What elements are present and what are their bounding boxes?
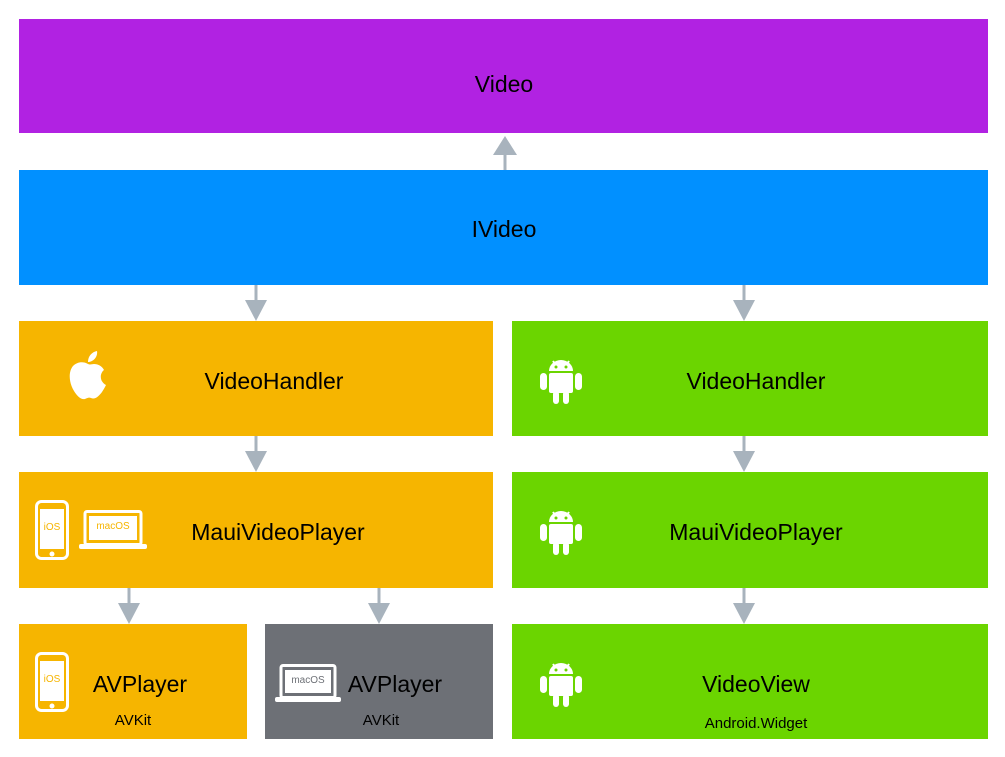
ios-avkit-label: AVKit	[114, 712, 152, 729]
arrow-apple-player-to-ios	[118, 588, 140, 624]
apple-maui-video-player-box: iOS macOS MauiVideoPlayer	[19, 472, 493, 588]
ios-avplayer-box: iOS AVPlayer AVKit	[19, 624, 247, 739]
ivideo-label: IVideo	[471, 216, 537, 242]
macos-avplayer-label: AVPlayer	[347, 671, 443, 697]
android-maui-video-player-label: MauiVideoPlayer	[669, 519, 843, 545]
apple-video-handler-label: VideoHandler	[204, 368, 344, 394]
android-video-handler-box: VideoHandler	[512, 321, 988, 436]
ios-badge-text: iOS	[43, 522, 61, 533]
laptop-icon: macOS	[275, 664, 341, 704]
android-widget-label: Android.Widget	[704, 715, 808, 732]
arrow-android-player-to-videoview	[733, 588, 755, 624]
ios-avplayer-label: AVPlayer	[92, 671, 188, 697]
arrow-ivideo-to-video	[493, 136, 517, 170]
arrow-android-handler-to-player	[733, 436, 755, 472]
macos-badge-text: macOS	[291, 675, 325, 686]
arrow-apple-player-to-macos	[368, 588, 390, 624]
android-videoview-box: VideoView Android.Widget	[512, 624, 988, 739]
ios-badge-text: iOS	[43, 674, 61, 685]
video-box: Video	[19, 19, 988, 133]
android-videoview-label: VideoView	[702, 671, 810, 697]
arrow-apple-handler-to-player	[245, 436, 267, 472]
android-robot-icon	[540, 663, 582, 707]
ivideo-box: IVideo	[19, 170, 988, 285]
video-label: Video	[474, 71, 534, 97]
macos-badge-text: macOS	[96, 521, 130, 532]
apple-video-handler-box: VideoHandler	[19, 321, 493, 436]
android-robot-icon	[540, 360, 582, 404]
arrow-ivideo-to-android-handler	[733, 285, 755, 321]
phone-icon: iOS	[35, 500, 69, 560]
phone-icon: iOS	[35, 652, 69, 712]
macos-avkit-label: AVKit	[362, 712, 400, 729]
macos-avplayer-box: macOS AVPlayer AVKit	[265, 624, 493, 739]
android-maui-video-player-box: MauiVideoPlayer	[512, 472, 988, 588]
apple-logo-icon	[69, 351, 106, 400]
android-robot-icon	[540, 511, 582, 555]
android-video-handler-label: VideoHandler	[686, 368, 826, 394]
laptop-icon: macOS	[79, 510, 147, 550]
apple-maui-video-player-label: MauiVideoPlayer	[191, 519, 365, 545]
arrow-ivideo-to-apple-handler	[245, 285, 267, 321]
